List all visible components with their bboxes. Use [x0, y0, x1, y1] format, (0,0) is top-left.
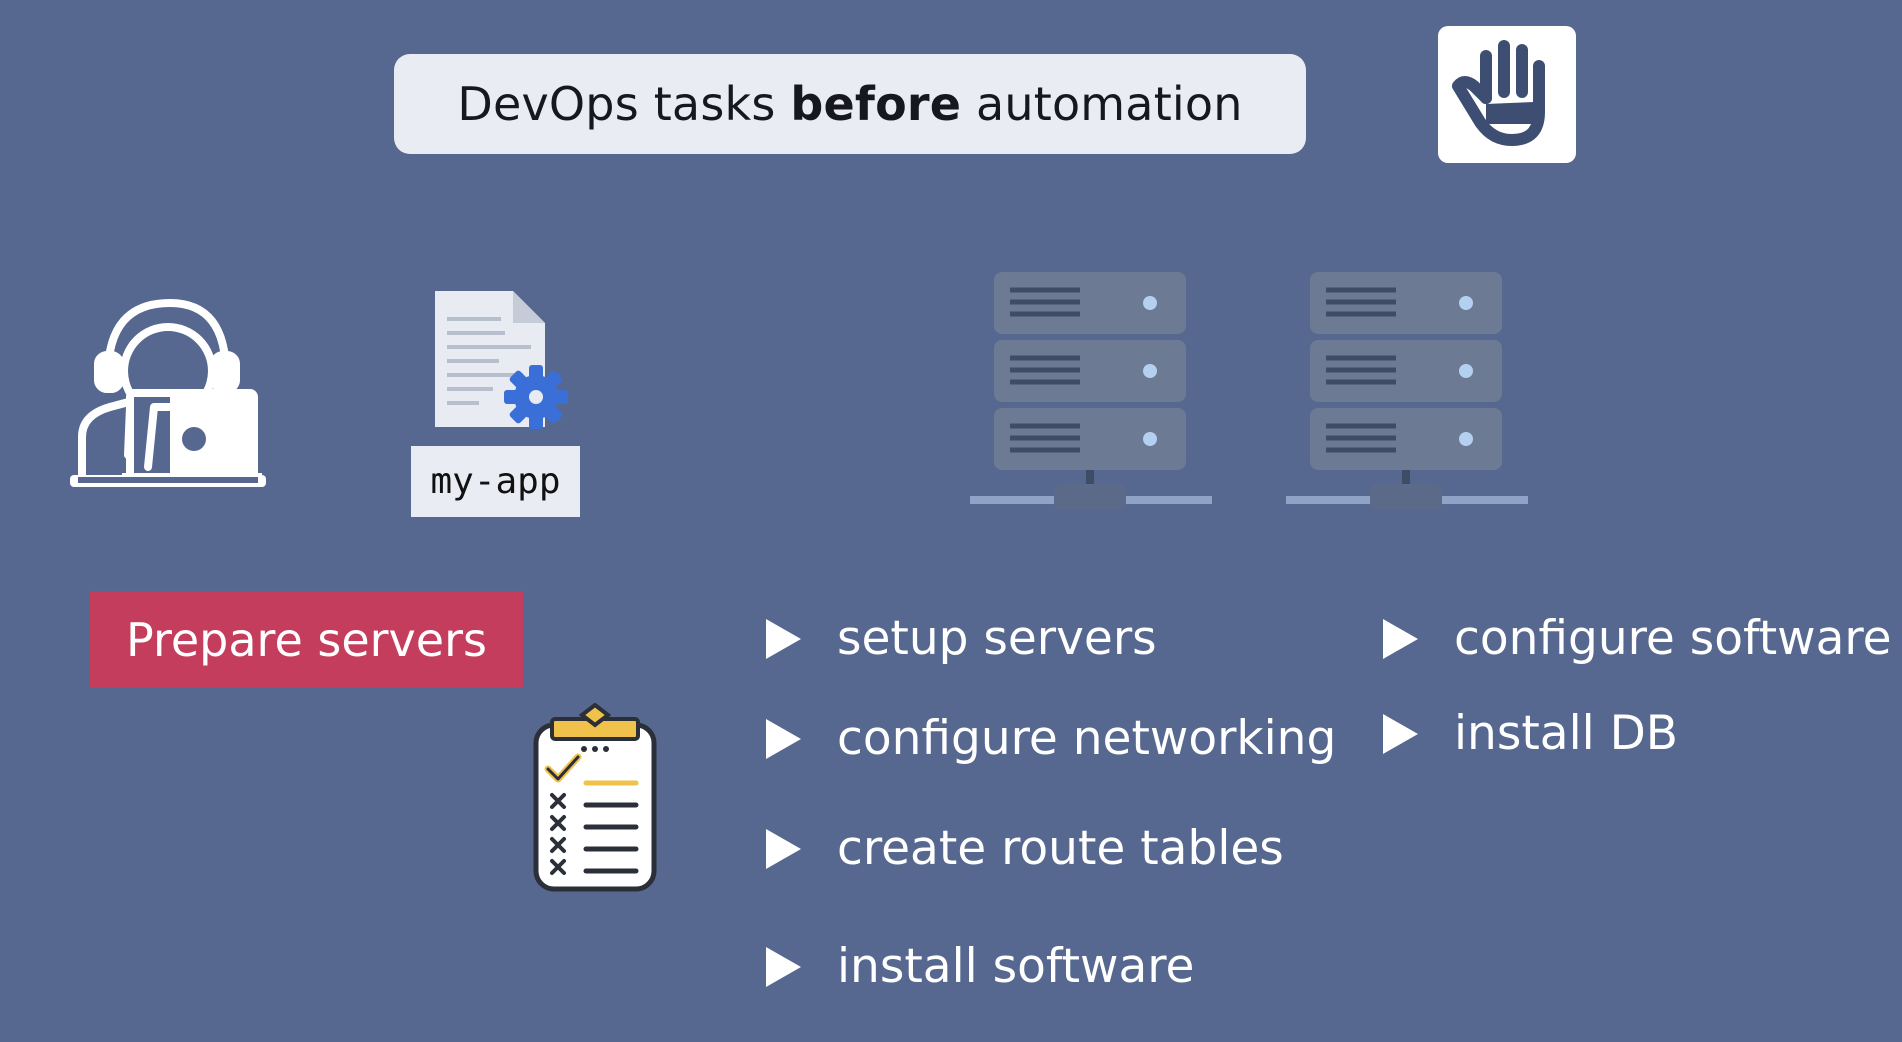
play-arrow-icon: [766, 718, 801, 759]
title-suffix: automation: [961, 77, 1243, 131]
task-label: setup servers: [837, 611, 1157, 666]
task-item: install DB: [1383, 706, 1678, 761]
engineer-with-laptop-icon: [70, 299, 266, 487]
raised-hand-icon: [1452, 40, 1545, 146]
task-item: setup servers: [766, 611, 1157, 666]
task-item: create route tables: [766, 821, 1284, 876]
task-item: install software: [766, 939, 1194, 994]
play-arrow-icon: [766, 828, 801, 869]
play-arrow-icon: [766, 946, 801, 987]
task-label: configure networking: [837, 711, 1337, 766]
play-arrow-icon: [766, 618, 801, 659]
task-label: create route tables: [837, 821, 1284, 876]
task-item: configure networking: [766, 711, 1336, 766]
task-label: install DB: [1454, 706, 1679, 761]
clipboard-checklist-icon: [533, 703, 657, 892]
play-arrow-icon: [1383, 713, 1418, 754]
title-emphasis: before: [790, 77, 962, 131]
page-title: DevOps tasks before automation: [394, 54, 1306, 154]
document-gear-icon: [435, 291, 568, 429]
hand-tile: [1438, 26, 1576, 163]
task-label: configure software: [1454, 611, 1892, 666]
title-prefix: DevOps tasks: [457, 77, 791, 131]
task-label: install software: [837, 939, 1195, 994]
server-rack-icon: [970, 272, 1212, 510]
app-label: my-app: [411, 446, 580, 517]
task-item: configure software: [1383, 611, 1892, 666]
server-rack-icon: [1286, 272, 1528, 510]
prepare-servers-box: Prepare servers: [90, 591, 523, 688]
play-arrow-icon: [1383, 618, 1418, 659]
